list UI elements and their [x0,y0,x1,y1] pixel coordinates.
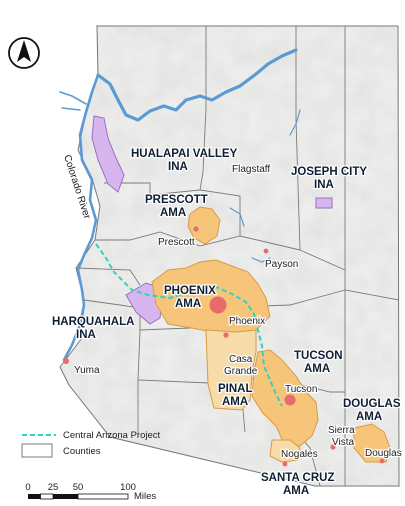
ina-joseph-city [315,197,333,209]
label-douglas-type: AMA [356,411,382,423]
legend-counties-label: Counties [63,446,101,457]
scale-tick-100: 100 [120,482,136,493]
prescott-marker [193,226,199,232]
nogales-marker [282,461,288,467]
city-casa-grande-line2: Grande [224,366,258,377]
douglas-marker [379,458,385,464]
city-payson: Payson [265,259,298,270]
label-santa-cruz: SANTA CRUZ [261,472,334,484]
scale-tick-25: 25 [48,482,59,493]
city-phoenix: Phoenix [229,316,265,327]
city-douglas: Douglas [365,448,402,459]
city-yuma: Yuma [74,365,100,376]
scale-tick-0: 0 [25,482,30,493]
ama-pinal [205,329,257,411]
label-joseph-city: JOSEPH CITY [291,166,367,178]
city-sierra-vista-line1: Sierra [328,425,355,436]
city-prescott: Prescott [158,237,195,248]
label-prescott-type: AMA [160,207,186,219]
sierra-vista-marker [330,444,336,450]
waterways [59,48,301,362]
casa-grande-marker [223,332,229,338]
ama-phoenix [151,259,271,333]
scale-bar: 0 25 50 100 Miles [25,482,156,502]
ina-hualapai-valley [91,115,125,193]
flagstaff-marker [235,165,241,171]
label-harquahala-type: INA [76,329,96,341]
colorado-river [96,48,298,122]
phoenix-marker [209,296,227,314]
label-prescott: PRESCOTT [145,194,208,206]
legend-cap-label: Central Arizona Project [63,430,161,441]
legend: Central Arizona Project Counties [21,430,161,458]
label-hualapai-valley: HUALAPAI VALLEY [131,148,238,160]
label-hualapai-valley-type: INA [168,161,188,173]
label-pinal: PINAL [218,383,253,395]
city-sierra-vista-line2: Vista [332,437,354,448]
terrain-shading [60,26,399,486]
label-tucson-type: AMA [304,363,330,375]
ama-prescott [187,206,221,245]
yuma-marker [63,358,69,364]
label-phoenix: PHOENIX [164,285,216,297]
label-harquahala: HARQUAHALA [52,316,134,328]
ama-santa-cruz [269,439,301,463]
city-casa-grande-line1: Casa [229,354,253,365]
scale-tick-50: 50 [73,482,84,493]
label-douglas: DOUGLAS [343,398,401,410]
central-arizona-project-canal [95,243,283,407]
scale-unit: Miles [134,491,156,502]
city-nogales: Nogales [281,449,318,460]
label-tucson: TUCSON [294,350,343,362]
ama-douglas [353,423,391,463]
label-phoenix-type: AMA [175,298,201,310]
label-santa-cruz-type: AMA [283,485,309,497]
legend-counties-swatch [21,443,53,458]
north-arrow-icon [8,37,40,69]
city-tucson: Tucson [285,384,317,395]
payson-marker [263,248,269,254]
tucson-marker [284,394,296,406]
city-flagstaff: Flagstaff [232,164,270,175]
label-joseph-city-type: INA [314,179,334,191]
label-pinal-type: AMA [222,396,248,408]
